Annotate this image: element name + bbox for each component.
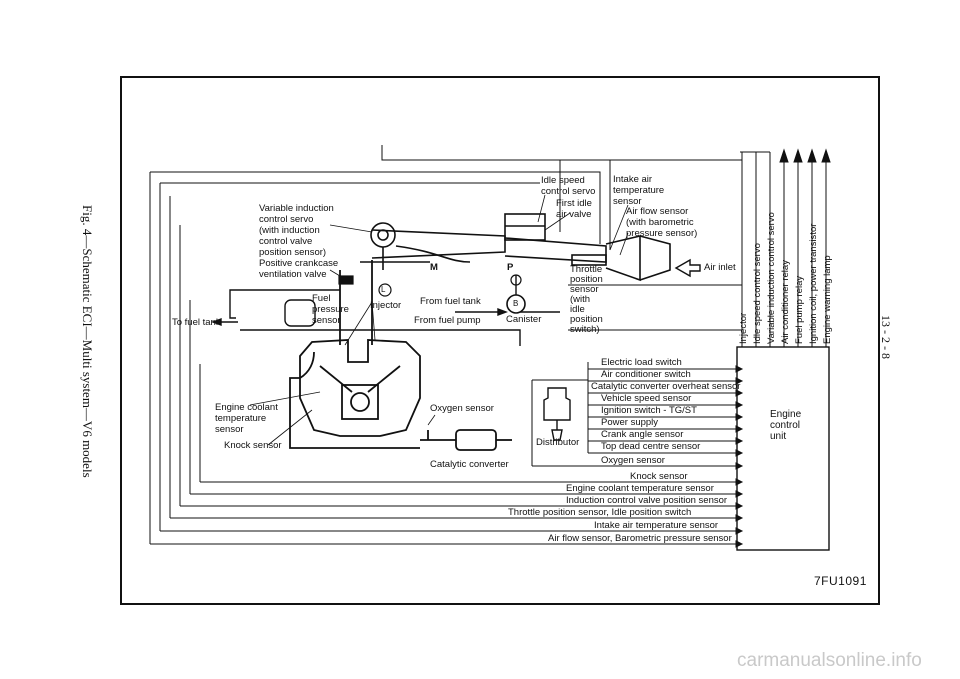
intake-air-duct (360, 213, 671, 282)
output-signal-label: Fuel pump relay (794, 275, 805, 344)
output-signal-label: Injector (738, 312, 749, 344)
wiring-frames (149, 145, 770, 544)
input-signal-label: Top dead centre sensor (601, 441, 701, 452)
air-flow-sensor-label: Air flow sensor (with barometric pressur… (626, 206, 698, 239)
variable-induction-label: Variable induction control servo (with i… (259, 203, 334, 258)
leader-lines (249, 194, 629, 446)
knock-sensor-label: Knock sensor (224, 440, 282, 451)
input-signal-label: Induction control valve position sensor (566, 495, 728, 506)
component-markers (338, 274, 522, 297)
output-signal-lines (741, 148, 831, 347)
input-signal-label: Ignition switch - TG/ST (601, 405, 697, 416)
output-signal-label: Variable induction control servo (766, 212, 777, 344)
watermark-text: carmanualsonline.info (737, 650, 922, 671)
exhaust-system (420, 429, 512, 451)
idle-speed-servo-label: Idle speed control servo (541, 175, 596, 197)
to-fuel-tank-label: To fuel tank (172, 317, 221, 328)
distributor-shape (543, 387, 571, 441)
injector-label: Injector (370, 300, 402, 311)
distributor-label: Distributor (536, 437, 580, 448)
catalytic-converter-label: Catalytic converter (430, 459, 509, 470)
output-signal-label: Air conditioner relay (780, 260, 791, 344)
engine-block (289, 260, 421, 449)
input-signal-label: Air conditioner switch (601, 369, 691, 380)
marker-m: M (430, 262, 438, 273)
air-inlet-arrow (674, 258, 701, 278)
engine-coolant-label: Engine coolant temperature sensor (215, 402, 278, 435)
input-signal-label: Engine coolant temperature sensor (566, 483, 714, 494)
marker-l: L (381, 285, 386, 294)
output-signal-label: Idle speed control servo (752, 243, 763, 344)
input-signal-label: Vehicle speed sensor (601, 393, 692, 404)
figure-code: 7FU1091 (814, 574, 867, 588)
input-signal-label: Catalytic converter overheat sensor (591, 381, 741, 392)
ecu-label: Engine control unit (770, 409, 802, 442)
pcv-valve-label: Positive crankcase ventilation valve (259, 258, 339, 280)
first-idle-valve-label: First idle air valve (556, 198, 592, 220)
from-fuel-tank-label: From fuel tank (420, 296, 481, 307)
input-signal-label: Power supply (601, 417, 659, 428)
marker-p: P (507, 262, 514, 273)
input-signal-label: Throttle position sensor, Idle position … (508, 507, 692, 518)
input-signal-label: Knock sensor (630, 471, 688, 482)
intake-air-temp-label: Intake air temperature sensor (613, 174, 665, 207)
input-signal-label: Electric load switch (601, 357, 682, 368)
output-signal-label: Ignition coil, power transistor (808, 223, 819, 344)
ecu-box (736, 346, 830, 551)
input-signal-label: Oxygen sensor (601, 455, 665, 466)
input-signal-lines (150, 365, 744, 548)
from-fuel-pump-label: From fuel pump (414, 315, 481, 326)
throttle-sensor-label: Throttle position sensor (with idle posi… (570, 264, 603, 335)
canister-label: Canister (506, 314, 542, 325)
figure-caption: Fig. 4—Schematic ECI—Multi system—V6 mod… (80, 205, 95, 478)
marker-b: B (513, 299, 519, 308)
oxygen-sensor-label: Oxygen sensor (430, 403, 494, 414)
page-number: 13 - 2 - 8 (879, 315, 893, 359)
fuel-lines (211, 275, 560, 346)
output-signal-label: Engine warning lamp (822, 255, 833, 344)
figure-frame (120, 76, 880, 605)
input-signal-label: Crank angle sensor (601, 429, 684, 440)
input-signal-label: Air flow sensor, Barometric pressure sen… (548, 533, 732, 544)
air-inlet-label: Air inlet (704, 262, 736, 273)
input-signal-label: Intake air temperature sensor (594, 520, 719, 531)
fuel-pressure-sensor-label: Fuel pressure sensor (312, 293, 349, 326)
